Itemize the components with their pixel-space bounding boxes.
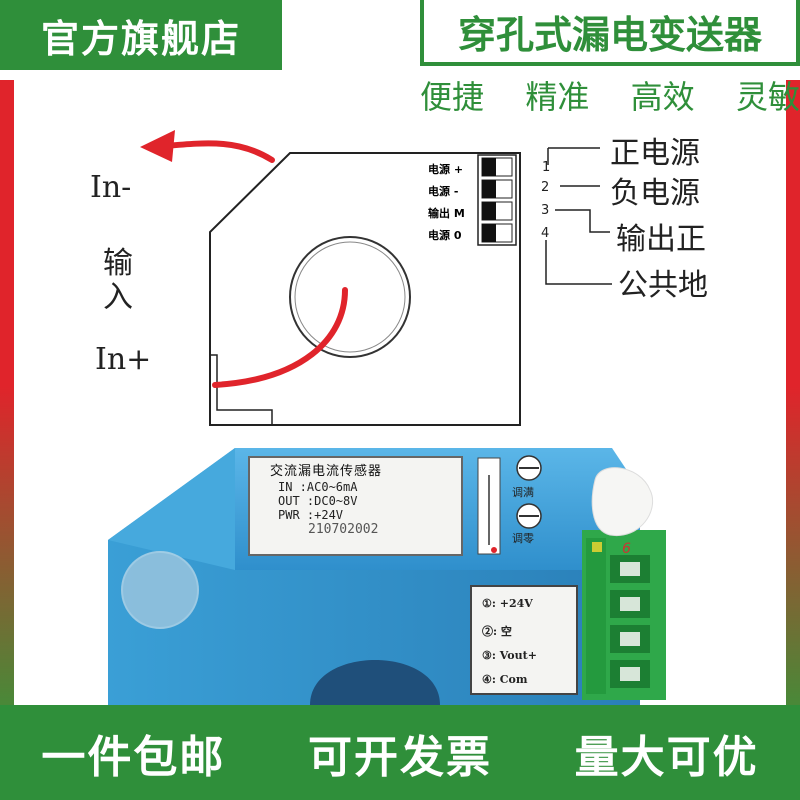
plate-pwr-row: PWR :+24V [278, 508, 344, 522]
red-wire-upper [162, 140, 275, 163]
terminal-row-1: ①: +24V [482, 597, 533, 610]
terminal-row-3: ③: Vout+ [482, 649, 537, 662]
footer-item: 一件包邮 [41, 731, 226, 783]
plate-out-row: OUT :DC0~8V [278, 494, 358, 508]
pin-name-3: 输出正 [616, 222, 706, 257]
plate-serial: 210702002 [308, 522, 379, 537]
terminal-label-1: 电源 + [428, 163, 464, 176]
terminal-label-4: 电源 0 [428, 229, 462, 242]
wiring-diagram [140, 130, 612, 426]
product-title: 穿孔式漏电变送器 [420, 0, 800, 66]
brand-seal-icon [121, 551, 199, 629]
device-bevel [108, 448, 235, 570]
terminal-block [477, 154, 517, 246]
adjust-full-label: 调满 [512, 486, 534, 499]
sealant-blob [591, 467, 654, 536]
pin-number-3: 3 [541, 203, 550, 218]
feature-item: 高效 [630, 78, 695, 116]
arrow-head-icon [140, 130, 175, 162]
pin-number-1: 1 [542, 160, 551, 175]
pin-name-1: 正电源 [610, 136, 700, 171]
lead-1 [547, 147, 600, 165]
pin-number-2: 2 [541, 180, 550, 195]
terminal-label-3: 输出 M [428, 207, 465, 220]
bottom-banner: 一件包邮 可开发票 量大可优 [0, 705, 800, 800]
pin-name-4: 公共地 [618, 268, 708, 303]
right-gradient-stripe [786, 80, 800, 760]
footer-item: 量大可优 [574, 731, 759, 783]
sensor-hole-inner [294, 241, 406, 353]
plate-in-row: IN :AC0~6mA [278, 480, 358, 494]
red-wire-lower [212, 287, 348, 388]
pin-number-4: 4 [541, 226, 550, 241]
feature-list: 便捷 精准 高效 灵敏 [420, 72, 800, 116]
feature-item: 便捷 [420, 78, 485, 116]
footer-item: 可开发票 [307, 731, 492, 783]
feature-item: 灵敏 [735, 78, 800, 116]
input-word-2: 入 [103, 280, 133, 315]
terminal-row-4: ④: Com [482, 673, 528, 686]
lead-3 [555, 209, 610, 233]
pin-name-2: 负电源 [610, 176, 700, 211]
terminal-label-2: 电源 - [428, 185, 459, 198]
terminal-row-2: ②: 空 [482, 625, 512, 638]
input-minus-label: In- [90, 170, 132, 205]
feature-item: 精准 [525, 78, 590, 116]
input-word-1: 输 [103, 246, 133, 281]
plate-title: 交流漏电流传感器 [270, 464, 383, 479]
device-label-plate: 交流漏电流传感器 IN :AC0~6mA OUT :DC0~8V PWR :+2… [248, 456, 463, 556]
store-badge: 官方旗舰店 [0, 0, 282, 70]
lead-4 [545, 240, 612, 285]
sensor-hole [289, 236, 411, 358]
adjust-zero-label: 调零 [512, 532, 534, 545]
sensor-bracket [210, 354, 273, 425]
input-plus-label: In+ [95, 342, 152, 377]
device-hole [310, 660, 440, 705]
terminal-panel: ①: +24V ②: 空 ③: Vout+ ④: Com [470, 585, 578, 695]
left-gradient-stripe [0, 80, 14, 760]
connector-mark: 6 [622, 541, 631, 557]
